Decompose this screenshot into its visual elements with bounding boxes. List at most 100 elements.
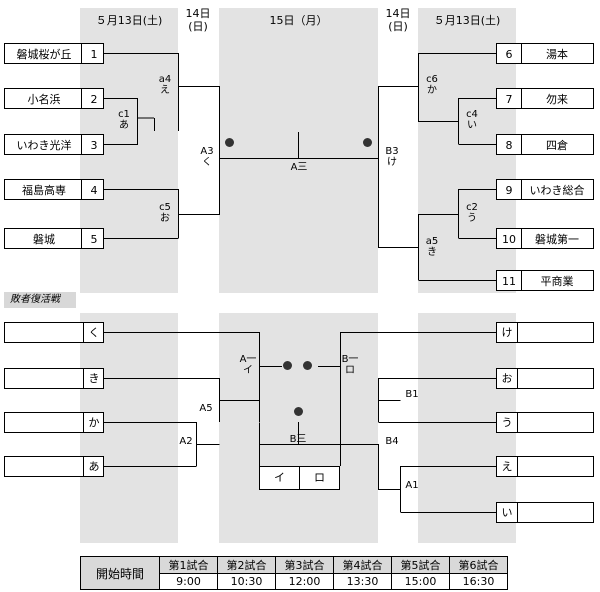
team-number: 1	[81, 44, 106, 63]
game-code: c1	[118, 109, 130, 120]
team-name: いわき総合	[529, 184, 585, 197]
time-cell: 13:30	[333, 573, 392, 590]
day15-header: 15日（月）	[269, 14, 328, 27]
schedule-game-row: 開始時間 第1試合 第2試合 第3試合 第4試合 第5試合 第6試合	[80, 556, 508, 590]
venue-dot-right	[363, 138, 372, 147]
rep-left-box-2: き	[4, 368, 104, 389]
team-name: 小名浜	[27, 93, 61, 106]
rep-final-right: ロ	[314, 471, 325, 484]
time-cell: 9:00	[159, 573, 218, 590]
team-number: 11	[497, 271, 522, 290]
time-cell: 15:00	[391, 573, 450, 590]
rep-label-a1: A一 イ	[236, 354, 260, 376]
game-code: a4	[158, 74, 172, 85]
game-code: A3	[200, 146, 214, 157]
time-cell: 12:00	[275, 573, 334, 590]
game-label-c5: c5 お	[153, 202, 177, 224]
team-number: 6	[497, 44, 522, 63]
team-number: 3	[81, 135, 106, 154]
rep-right-box-4: え	[496, 456, 594, 477]
team-number: 2	[81, 89, 106, 108]
game-col: 第5試合	[391, 556, 450, 574]
rep-label-b1-top: B一 ロ	[338, 354, 362, 376]
team-box-8: 8 四倉	[496, 134, 594, 155]
rep-right-box-3: う	[496, 412, 594, 433]
game-col: 第1試合	[159, 556, 218, 574]
schedule-header: 開始時間	[80, 556, 160, 590]
team-number: 5	[81, 229, 106, 248]
game-kana: お	[160, 213, 170, 224]
team-box-9: 9 いわき総合	[496, 179, 594, 200]
game-kana: え	[160, 85, 170, 96]
game-code: B3	[385, 146, 399, 157]
team-number: 8	[497, 135, 522, 154]
game-label-c2: c2 う	[460, 202, 484, 224]
rep-slot: か	[83, 413, 104, 432]
game-kana: イ	[243, 365, 253, 376]
rep-dot-right	[303, 361, 312, 370]
rep-label-a1-right: A1	[405, 480, 419, 491]
team-box-7: 7 勿来	[496, 88, 594, 109]
game-col: 第4試合	[333, 556, 392, 574]
rep-label-b1: B1	[405, 389, 419, 400]
team-box-1: 磐城桜が丘 1	[4, 43, 104, 64]
left-date-header: ５月13日(土)	[95, 14, 163, 27]
game-kana: く	[202, 157, 212, 168]
team-name: 磐城第一	[535, 233, 579, 246]
game-code: a5	[425, 236, 439, 247]
game-code: A一	[239, 354, 257, 365]
team-box-4: 福島高専 4	[4, 179, 104, 200]
game-label-a4: a4 え	[153, 74, 177, 96]
rep-slot: お	[497, 369, 518, 388]
team-box-5: 磐城 5	[4, 228, 104, 249]
team-box-3: いわき光洋 3	[4, 134, 104, 155]
rep-label-b4: B4	[385, 436, 399, 447]
game-label-final: A三	[290, 162, 308, 173]
game-kana: う	[467, 213, 477, 224]
game-kana: け	[387, 157, 397, 168]
game-label-b3: B3 け	[380, 146, 404, 168]
game-kana: あ	[119, 120, 129, 131]
team-number: 9	[497, 180, 522, 199]
rep-label-final: B三	[289, 434, 307, 445]
game-code: c4	[466, 109, 478, 120]
rep-left-box-4: あ	[4, 456, 104, 477]
time-cell: 10:30	[217, 573, 276, 590]
team-name: 平商業	[540, 275, 574, 288]
team-number: 7	[497, 89, 522, 108]
team-name: 福島高専	[22, 184, 66, 197]
day14-weekday: (日)	[188, 20, 208, 33]
right-date-header: ５月13日(土)	[433, 14, 501, 27]
team-name: 磐城桜が丘	[16, 48, 72, 61]
repechage-title: 敗者復活戦	[4, 292, 76, 308]
rep-label-a2: A2	[179, 436, 193, 447]
rep-dot-left	[283, 361, 292, 370]
team-name: 磐城	[33, 233, 55, 246]
rep-dot-center	[294, 407, 303, 416]
time-cell: 16:30	[449, 573, 508, 590]
team-name: いわき光洋	[16, 139, 72, 152]
rep-slot: け	[497, 323, 518, 342]
schedule-time-row: 9:00 10:30 12:00 13:30 15:00 16:30	[81, 573, 508, 590]
game-kana: ロ	[345, 365, 355, 376]
game-code: c2	[466, 202, 478, 213]
team-box-6: 6 湯本	[496, 43, 594, 64]
game-label-c1: c1 あ	[112, 109, 136, 131]
game-col: 第6試合	[449, 556, 508, 574]
game-col: 第3試合	[275, 556, 334, 574]
team-box-2: 小名浜 2	[4, 88, 104, 109]
game-kana: き	[427, 247, 437, 258]
rep-slot: え	[497, 457, 518, 476]
rep-right-box-1: け	[496, 322, 594, 343]
rep-slot: く	[83, 323, 104, 342]
day14-label: 14日	[185, 7, 211, 20]
game-code: c5	[159, 202, 171, 213]
game-code: B一	[341, 354, 359, 365]
rep-final-box: イ ロ	[259, 466, 340, 490]
game-label-a5: a5 き	[420, 236, 444, 258]
rep-left-box-3: か	[4, 412, 104, 433]
game-label-c4: c4 い	[460, 109, 484, 131]
schedule-table: 開始時間 第1試合 第2試合 第3試合 第4試合 第5試合 第6試合 9:00 …	[80, 556, 508, 590]
rep-final-left: イ	[260, 467, 300, 489]
rep-right-box-5: い	[496, 502, 594, 523]
